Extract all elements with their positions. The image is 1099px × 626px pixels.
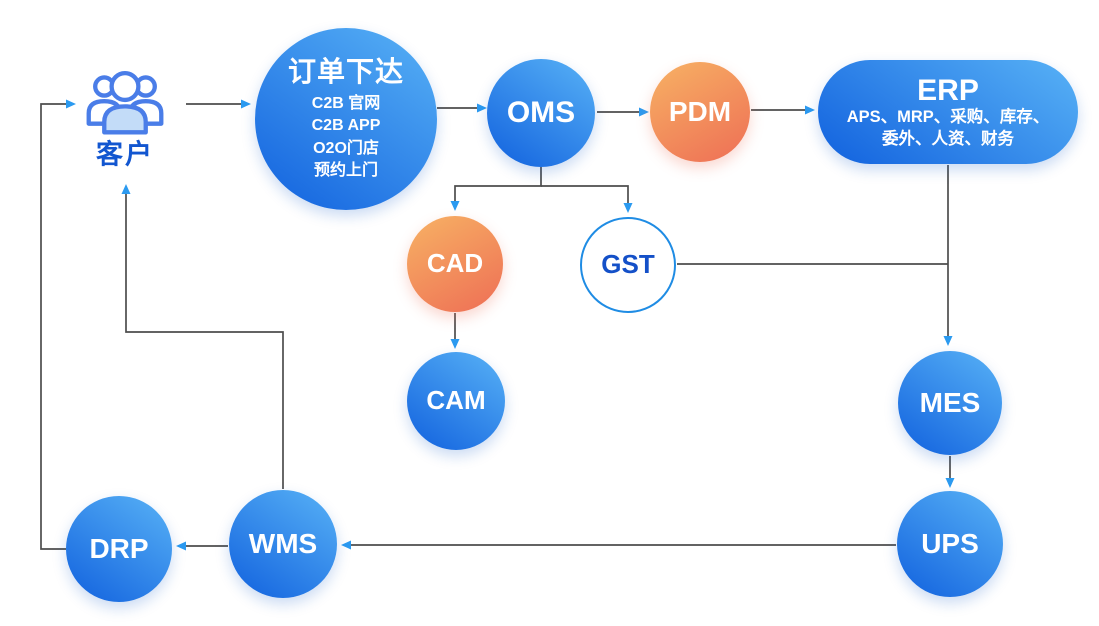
- arrowhead-customer-to-order: [241, 99, 251, 109]
- cad-label: CAD: [426, 248, 484, 279]
- edge-drp-to-customer-loop: [40, 103, 67, 550]
- mes-label: MES: [919, 386, 981, 418]
- node-gst: GST: [580, 217, 676, 313]
- order-channel-c2b-app: C2B APP: [311, 117, 381, 135]
- wms-label: WMS: [248, 527, 318, 559]
- erp-modules-line-2: 委外、人资、财务: [882, 129, 1014, 148]
- erp-title: ERP: [917, 74, 979, 108]
- edge-oms-to-gst: [541, 185, 629, 203]
- gst-label: GST: [601, 249, 655, 280]
- node-ups: UPS: [897, 491, 1003, 597]
- node-wms: WMS: [229, 490, 337, 598]
- arrowhead-wms-to-drp: [176, 541, 186, 551]
- arrowhead-wms-to-customer: [121, 184, 131, 194]
- arrowhead-ups-to-wms: [341, 540, 351, 550]
- customer-label: 客户: [96, 139, 154, 170]
- node-erp: ERP APS、MRP、采购、库存、 委外、人资、财务: [818, 60, 1078, 164]
- node-cam: CAM: [407, 352, 505, 450]
- order-title: 订单下达: [287, 55, 404, 87]
- node-mes: MES: [898, 351, 1002, 455]
- oms-label: OMS: [506, 95, 576, 129]
- arrowhead-oms-to-cad: [450, 201, 460, 211]
- arrowhead-cad-to-cam: [450, 339, 460, 349]
- order-channel-o2o-store: O2O门店: [313, 139, 379, 157]
- ups-label: UPS: [921, 527, 979, 559]
- arrowhead-erp-to-mes: [943, 336, 953, 346]
- node-order-placement: 订单下达 C2B 官网 C2B APP O2O门店 预约上门: [255, 28, 437, 210]
- node-cad: CAD: [407, 216, 503, 312]
- order-channel-home-visit: 预约上门: [313, 161, 378, 179]
- edge-oms-to-cad: [454, 167, 542, 201]
- node-customer: 客户: [81, 61, 169, 170]
- arrowhead-mes-to-ups: [945, 478, 955, 488]
- arrowhead-drp-to-customer-loop: [66, 99, 76, 109]
- drp-label: DRP: [89, 532, 149, 564]
- arrowhead-order-to-oms: [477, 103, 487, 113]
- arrowhead-pdm-to-erp: [805, 105, 815, 115]
- erp-modules-line-1: APS、MRP、采购、库存、: [846, 108, 1050, 127]
- customer-group-icon: [86, 70, 164, 135]
- cam-label: CAM: [426, 385, 486, 416]
- node-oms: OMS: [487, 59, 595, 167]
- node-pdm: PDM: [650, 62, 750, 162]
- edge-wms-to-customer: [125, 194, 284, 489]
- arrowhead-oms-to-pdm: [639, 107, 649, 117]
- arrowhead-oms-to-gst: [623, 203, 633, 213]
- pdm-label: PDM: [668, 95, 732, 127]
- node-drp: DRP: [66, 496, 172, 602]
- order-channel-c2b-web: C2B 官网: [311, 94, 381, 112]
